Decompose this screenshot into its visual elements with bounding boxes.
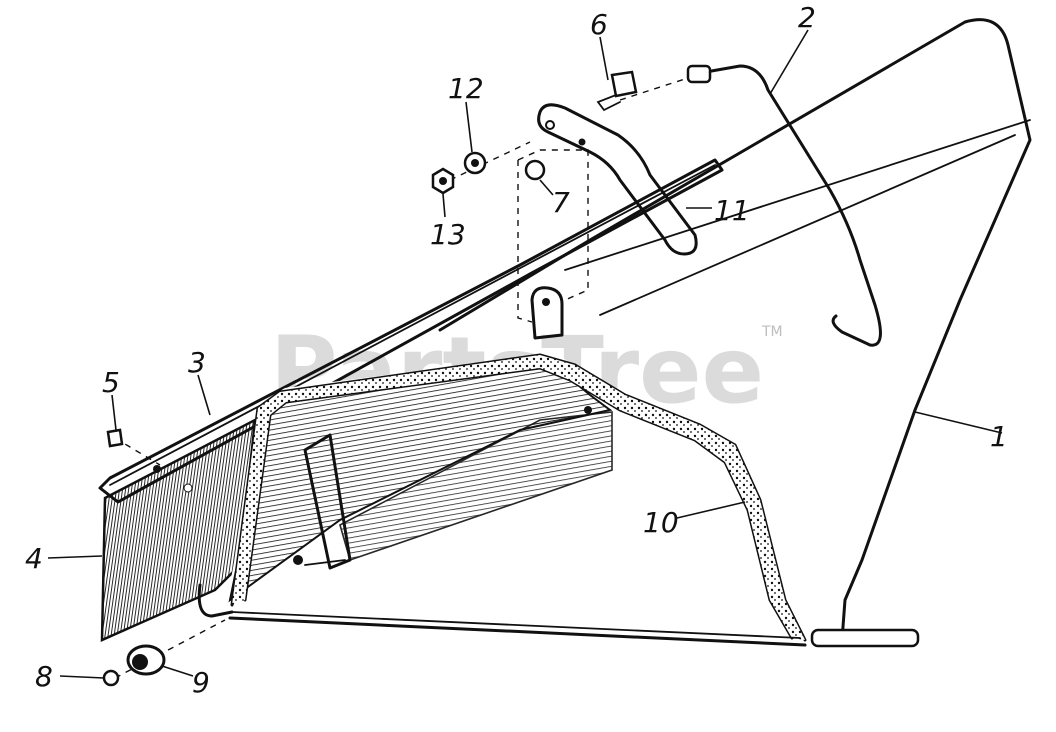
callout-numbers: 1 2 3 4 5 6 7 8 9 10 11 12 13	[25, 1, 1008, 699]
leader-lines	[47, 29, 1003, 679]
assembly-lines	[114, 77, 689, 679]
mounting-tab	[530, 286, 564, 340]
part-6-bolt	[596, 70, 638, 112]
callout-13: 13	[430, 218, 466, 251]
part-4-flap	[100, 417, 257, 642]
part-2-rod	[686, 64, 882, 347]
callout-7: 7	[552, 186, 570, 219]
watermark-trademark: TM	[761, 324, 783, 340]
part-12-washer	[463, 151, 487, 175]
part-5-bolt	[106, 428, 124, 448]
part-13-nut	[431, 167, 455, 195]
callout-8: 8	[35, 660, 53, 693]
part-1-shield	[438, 18, 1032, 648]
callout-6: 6	[590, 8, 608, 41]
callout-12: 12	[448, 72, 484, 105]
callout-9: 9	[192, 666, 210, 699]
callout-4: 4	[25, 542, 43, 575]
callout-1: 1	[990, 420, 1008, 453]
callout-5: 5	[102, 366, 120, 399]
callout-10: 10	[643, 506, 679, 539]
part-8-bolt	[102, 669, 120, 687]
part-7-nut	[524, 159, 546, 181]
callout-2: 2	[798, 1, 816, 34]
part-11-link-bracket	[537, 103, 698, 256]
part-10-frame	[197, 352, 807, 647]
callout-3: 3	[188, 346, 206, 379]
callout-11: 11	[714, 194, 750, 227]
part-9-spacer	[126, 644, 166, 676]
